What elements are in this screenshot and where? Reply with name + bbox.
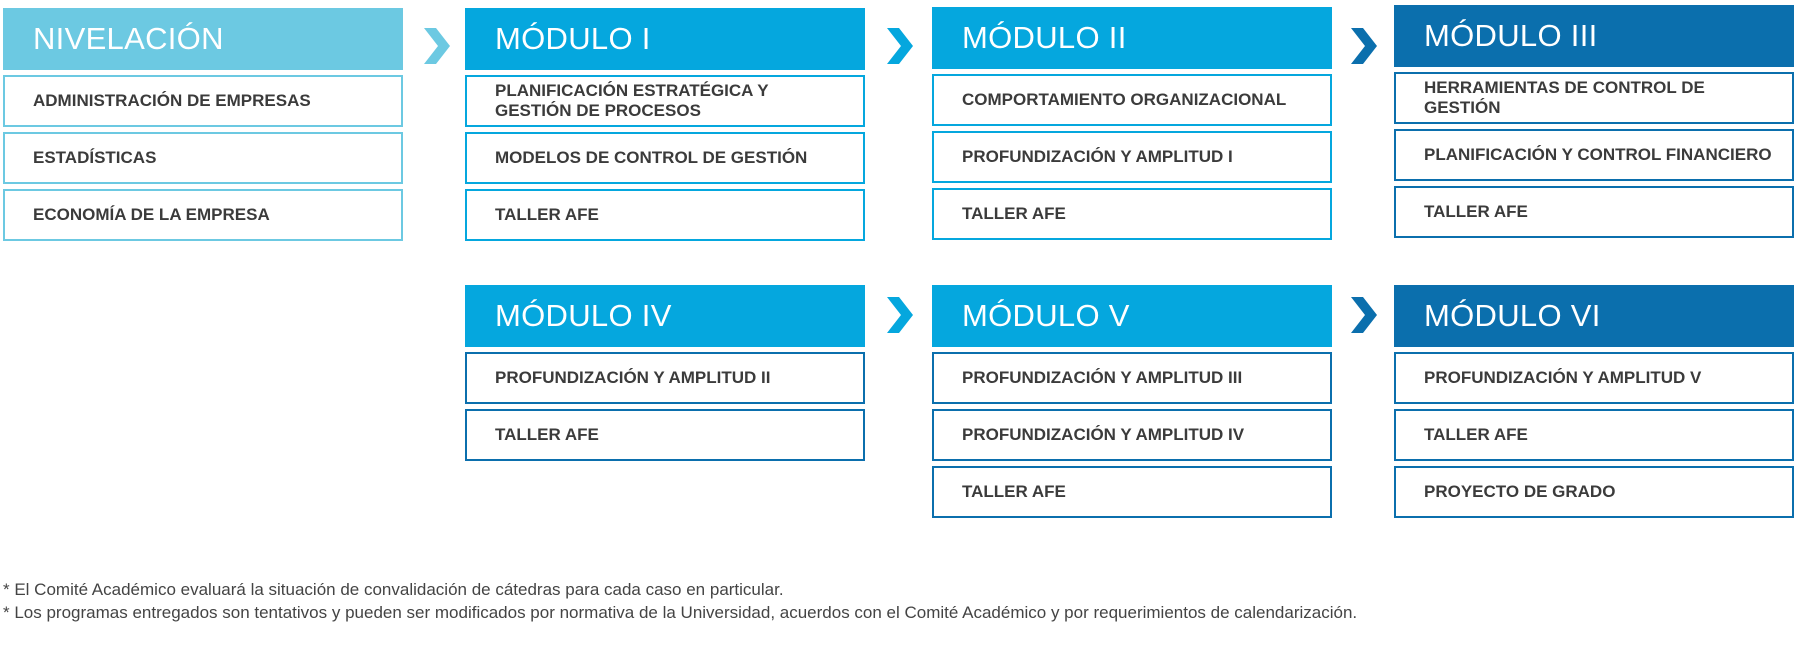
course-item: TALLER AFE	[932, 466, 1332, 518]
footnote: * El Comité Académico evaluará la situac…	[3, 580, 784, 599]
course-item: PROYECTO DE GRADO	[1394, 466, 1794, 518]
column-nivelacion: NIVELACIÓN ADMINISTRACIÓN DE EMPRESAS ES…	[3, 8, 403, 241]
course-item: ECONOMÍA DE LA EMPRESA	[3, 189, 403, 241]
course-item: PROFUNDIZACIÓN Y AMPLITUD III	[932, 352, 1332, 404]
chevron-right-icon	[424, 28, 450, 64]
course-item: PROFUNDIZACIÓN Y AMPLITUD V	[1394, 352, 1794, 404]
course-item: TALLER AFE	[1394, 409, 1794, 461]
course-item: ESTADÍSTICAS	[3, 132, 403, 184]
chevron-right-icon	[1351, 297, 1377, 333]
header-modulo-5: MÓDULO V	[932, 285, 1332, 347]
header-modulo-3: MÓDULO III	[1394, 5, 1794, 67]
footnote: * Los programas entregados son tentativo…	[3, 603, 1358, 622]
chevron-right-icon	[1351, 28, 1377, 64]
course-item: TALLER AFE	[465, 189, 865, 241]
course-item: PROFUNDIZACIÓN Y AMPLITUD I	[932, 131, 1332, 183]
header-modulo-2: MÓDULO II	[932, 7, 1332, 69]
header-nivelacion: NIVELACIÓN	[3, 8, 403, 70]
course-item: MODELOS DE CONTROL DE GESTIÓN	[465, 132, 865, 184]
course-item: PROFUNDIZACIÓN Y AMPLITUD IV	[932, 409, 1332, 461]
course-item: TALLER AFE	[932, 188, 1332, 240]
chevron-right-icon	[887, 297, 913, 333]
course-item: TALLER AFE	[1394, 186, 1794, 238]
column-modulo-1: MÓDULO I PLANIFICACIÓN ESTRATÉGICA Y GES…	[465, 8, 865, 241]
column-modulo-6: MÓDULO VI PROFUNDIZACIÓN Y AMPLITUD V TA…	[1394, 285, 1794, 518]
column-modulo-3: MÓDULO III HERRAMIENTAS DE CONTROL DE GE…	[1394, 5, 1794, 238]
course-item: ADMINISTRACIÓN DE EMPRESAS	[3, 75, 403, 127]
header-modulo-6: MÓDULO VI	[1394, 285, 1794, 347]
header-modulo-1: MÓDULO I	[465, 8, 865, 70]
course-item: COMPORTAMIENTO ORGANIZACIONAL	[932, 74, 1332, 126]
course-item: PLANIFICACIÓN Y CONTROL FINANCIERO	[1394, 129, 1794, 181]
chevron-right-icon	[887, 28, 913, 64]
column-modulo-4: MÓDULO IV PROFUNDIZACIÓN Y AMPLITUD II T…	[465, 285, 865, 461]
course-item: HERRAMIENTAS DE CONTROL DE GESTIÓN	[1394, 72, 1794, 124]
footnotes: * El Comité Académico evaluará la situac…	[3, 578, 1357, 624]
course-item: PROFUNDIZACIÓN Y AMPLITUD II	[465, 352, 865, 404]
column-modulo-5: MÓDULO V PROFUNDIZACIÓN Y AMPLITUD III P…	[932, 285, 1332, 518]
course-item: PLANIFICACIÓN ESTRATÉGICA Y GESTIÓN DE P…	[465, 75, 865, 127]
course-item: TALLER AFE	[465, 409, 865, 461]
column-modulo-2: MÓDULO II COMPORTAMIENTO ORGANIZACIONAL …	[932, 7, 1332, 240]
header-modulo-4: MÓDULO IV	[465, 285, 865, 347]
